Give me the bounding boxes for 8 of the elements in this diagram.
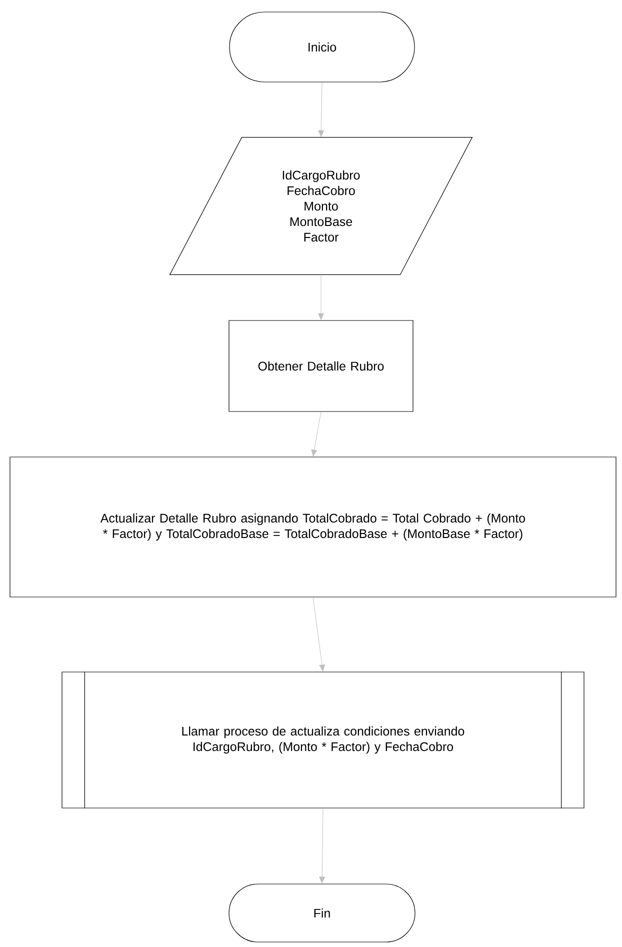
process-box: Obtener Detalle Rubro <box>228 320 414 412</box>
arrow <box>318 274 324 320</box>
process-box: Actualizar Detalle Rubro asignando TotalCobrado = Total Cobrado + (Monto * Factor) y TotalCobradoBase = TotalCobradoBase + (MontoBase * Factor) <box>10 456 616 598</box>
arrow <box>311 412 322 456</box>
subroutine-box: Llamar proceso de actualiza condiciones enviando IdCargoRubro, (Monto * Factor) y FechaCobro <box>62 671 584 809</box>
arrow <box>318 82 324 137</box>
arrow <box>319 808 326 884</box>
arrow <box>312 597 325 672</box>
